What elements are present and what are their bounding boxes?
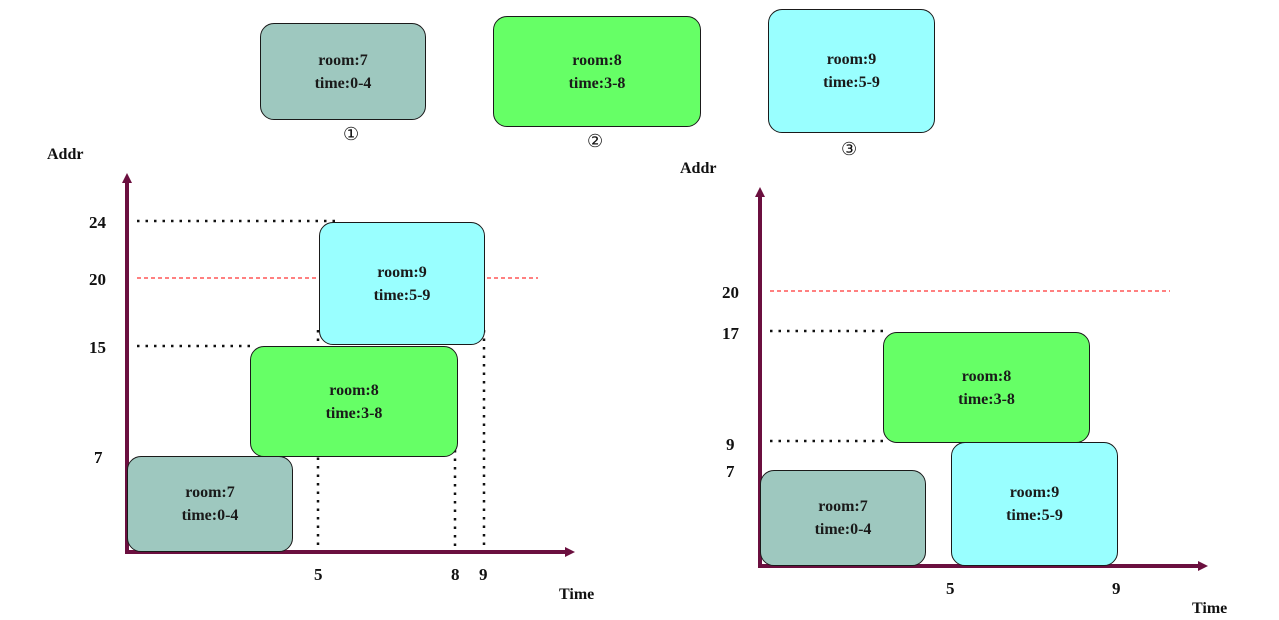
left-x-tick-9: 9 [479, 565, 488, 584]
left-room8-time: time:3-8 [325, 404, 383, 422]
legend-block-room9: room:9 time:5-9 [768, 9, 935, 133]
left-y-tick-7: 7 [94, 448, 103, 467]
left-y-axis-label: Addr [47, 146, 84, 163]
right-room9-room: room:9 [1009, 484, 1060, 501]
left-room7-time: time:0-4 [181, 507, 239, 524]
left-x-axis-label: Time [559, 586, 595, 603]
legend-room7-room: room:7 [318, 51, 368, 69]
right-room7-room: room:7 [818, 498, 868, 515]
left-block-room7: room:7 time:0-4 [127, 456, 293, 552]
right-x-tick-9: 9 [1112, 579, 1121, 598]
right-y-tick-17: 17 [722, 324, 739, 343]
left-block-room8: room:8 time:3-8 [250, 346, 458, 457]
left-y-tick-24: 24 [89, 213, 106, 232]
legend-room8-time: time:3-8 [568, 74, 626, 92]
left-y-tick-20: 20 [89, 270, 106, 289]
right-block-room8: room:8 time:3-8 [883, 332, 1090, 443]
right-room8-room: room:8 [961, 367, 1012, 385]
legend-block-room7: room:7 time:0-4 [260, 23, 426, 120]
legend-marker-3: ③ [841, 139, 858, 160]
right-room8-time: time:3-8 [958, 390, 1015, 408]
right-y-tick-20: 20 [722, 283, 739, 302]
right-y-tick-7: 7 [726, 462, 735, 481]
left-x-tick-8: 8 [451, 565, 460, 584]
legend-room9-time: time:5-9 [823, 74, 880, 91]
left-y-tick-15: 15 [89, 338, 106, 357]
left-block-room9: room:9 time:5-9 [319, 222, 485, 345]
left-room7-room: room:7 [185, 484, 235, 501]
right-block-room9: room:9 time:5-9 [951, 442, 1118, 566]
right-x-axis-label: Time [1192, 600, 1228, 617]
left-guide-lines [137, 219, 486, 550]
left-room8-room: room:8 [329, 381, 379, 399]
legend-room9-room: room:9 [826, 51, 877, 68]
right-y-axis-label: Addr [680, 160, 717, 177]
left-room9-time: time:5-9 [373, 286, 431, 304]
legend-room7-time: time:0-4 [314, 74, 372, 92]
legend-marker-2: ② [587, 131, 604, 152]
right-block-room7: room:7 time:0-4 [760, 470, 926, 566]
legend-marker-1: ① [343, 124, 360, 145]
right-x-tick-5: 5 [946, 579, 955, 598]
right-guide-lines [770, 329, 885, 443]
right-room7-time: time:0-4 [814, 521, 872, 538]
legend-room8-room: room:8 [572, 51, 622, 69]
left-room9-room: room:9 [377, 263, 427, 281]
right-room9-time: time:5-9 [1006, 507, 1063, 524]
right-y-tick-9: 9 [726, 435, 735, 454]
left-x-tick-5: 5 [314, 565, 323, 584]
legend-block-room8: room:8 time:3-8 [493, 16, 701, 127]
